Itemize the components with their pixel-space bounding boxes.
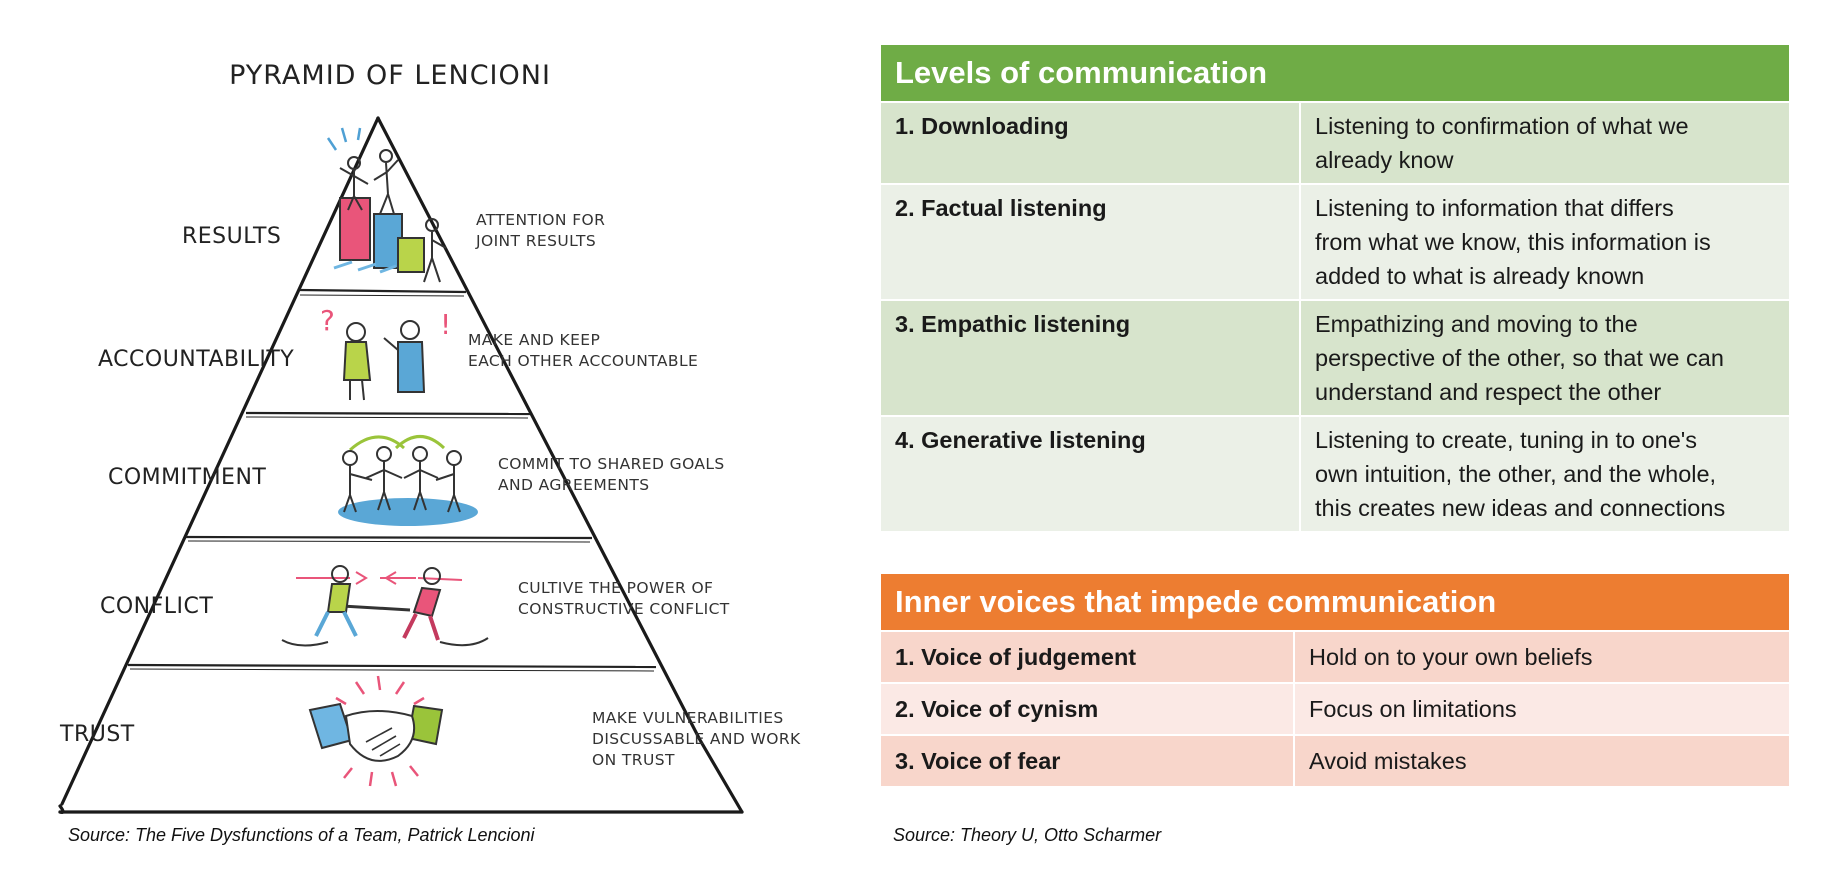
- row-value-line: added to what is already known: [1315, 263, 1645, 289]
- row-key: 1. Voice of judgement: [881, 632, 1295, 682]
- row-value: Listening to confirmation of what we alr…: [1301, 103, 1789, 183]
- level-desc-line: CONSTRUCTIVE CONFLICT: [518, 600, 730, 618]
- table-row: 2. Voice of cynism Focus on limitations: [881, 682, 1789, 734]
- level-desc-trust: MAKE VULNERABILITIES DISCUSSABLE AND WOR…: [592, 708, 801, 771]
- level-desc-accountability: MAKE AND KEEP EACH OTHER ACCOUNTABLE: [468, 330, 698, 372]
- level-name-results: RESULTS: [182, 224, 282, 249]
- row-value-line: own intuition, the other, and the whole,: [1315, 461, 1717, 487]
- row-value-line: Listening to information that differs: [1315, 195, 1674, 221]
- level-name-trust: TRUST: [60, 722, 135, 747]
- table-header: Levels of communication: [881, 45, 1789, 101]
- level-desc-line: EACH OTHER ACCOUNTABLE: [468, 352, 699, 370]
- level-desc-commitment: COMMIT TO SHARED GOALS AND AGREEMENTS: [498, 454, 725, 496]
- team-circle-icon: [338, 435, 478, 526]
- pyramid-diagram: ? !: [0, 0, 860, 881]
- row-value-line: from what we know, this information is: [1315, 229, 1711, 255]
- handshake-icon: [308, 675, 444, 787]
- row-value: Avoid mistakes: [1309, 748, 1467, 774]
- inner-voices-table: Inner voices that impede communication 1…: [881, 574, 1789, 786]
- row-value: Listening to create, tuning in to one's …: [1301, 417, 1789, 531]
- level-desc-line: MAKE VULNERABILITIES: [592, 709, 784, 727]
- level-desc-line: MAKE AND KEEP: [468, 331, 601, 349]
- table-row: 1. Downloading Listening to confirmation…: [881, 101, 1789, 183]
- row-value-line: this creates new ideas and connections: [1315, 495, 1726, 521]
- level-desc-results: ATTENTION FOR JOINT RESULTS: [476, 210, 605, 252]
- row-value: Listening to information that differs fr…: [1301, 185, 1789, 299]
- row-value-line: understand and respect the other: [1315, 379, 1662, 405]
- levels-of-communication-table: Levels of communication 1. Downloading L…: [881, 45, 1789, 531]
- table-row: 2. Factual listening Listening to inform…: [881, 183, 1789, 299]
- row-value-line: Listening to confirmation of what we: [1315, 113, 1689, 139]
- pyramid-dividers: [127, 288, 657, 672]
- level-desc-line: ATTENTION FOR: [476, 211, 606, 229]
- tug-of-war-icon: [281, 565, 489, 647]
- svg-text:!: !: [440, 308, 451, 341]
- level-desc-line: CULTIVE THE POWER OF: [518, 579, 714, 597]
- table-row: 1. Voice of judgement Hold on to your ow…: [881, 630, 1789, 682]
- table-row: 3. Voice of fear Avoid mistakes: [881, 734, 1789, 786]
- table-row: 4. Generative listening Listening to cre…: [881, 415, 1789, 531]
- row-value-line: Listening to create, tuning in to one's: [1315, 427, 1698, 453]
- level-name-conflict: CONFLICT: [100, 594, 214, 619]
- level-desc-line: JOINT RESULTS: [476, 232, 597, 250]
- row-value: Empathizing and moving to the perspectiv…: [1301, 301, 1789, 415]
- row-value: Hold on to your own beliefs: [1309, 644, 1593, 670]
- level-desc-line: ON TRUST: [592, 751, 675, 769]
- row-key: 3. Empathic listening: [881, 301, 1301, 415]
- pyramid-outline: [58, 116, 744, 814]
- pyramid-drawing: ? !: [58, 116, 744, 814]
- row-key: 1. Downloading: [881, 103, 1301, 183]
- level-name-accountability: ACCOUNTABILITY: [98, 347, 295, 372]
- level-desc-line: AND AGREEMENTS: [498, 476, 650, 494]
- row-key: 4. Generative listening: [881, 417, 1301, 531]
- pyramid-title: PYRAMID OF LENCIONI: [229, 60, 551, 91]
- level-name-commitment: COMMITMENT: [108, 465, 267, 490]
- svg-text:?: ?: [320, 304, 335, 337]
- row-value: Focus on limitations: [1309, 696, 1517, 722]
- level-desc-line: DISCUSSABLE AND WORK: [592, 730, 801, 748]
- table-header: Inner voices that impede communication: [881, 574, 1789, 630]
- table-row: 3. Empathic listening Empathizing and mo…: [881, 299, 1789, 415]
- pyramid-source: Source: The Five Dysfunctions of a Team,…: [68, 825, 535, 845]
- podium-figures-icon: [326, 127, 447, 283]
- row-key: 2. Voice of cynism: [881, 684, 1295, 734]
- row-value-line: already know: [1315, 147, 1454, 173]
- arguing-people-icon: ? !: [320, 304, 451, 401]
- row-key: 2. Factual listening: [881, 185, 1301, 299]
- voices-source: Source: Theory U, Otto Scharmer: [893, 825, 1162, 845]
- row-value-line: Empathizing and moving to the: [1315, 311, 1638, 337]
- level-desc-line: COMMIT TO SHARED GOALS: [498, 455, 725, 473]
- row-value-line: perspective of the other, so that we can: [1315, 345, 1724, 371]
- level-desc-conflict: CULTIVE THE POWER OF CONSTRUCTIVE CONFLI…: [518, 578, 730, 620]
- row-key: 3. Voice of fear: [881, 736, 1295, 786]
